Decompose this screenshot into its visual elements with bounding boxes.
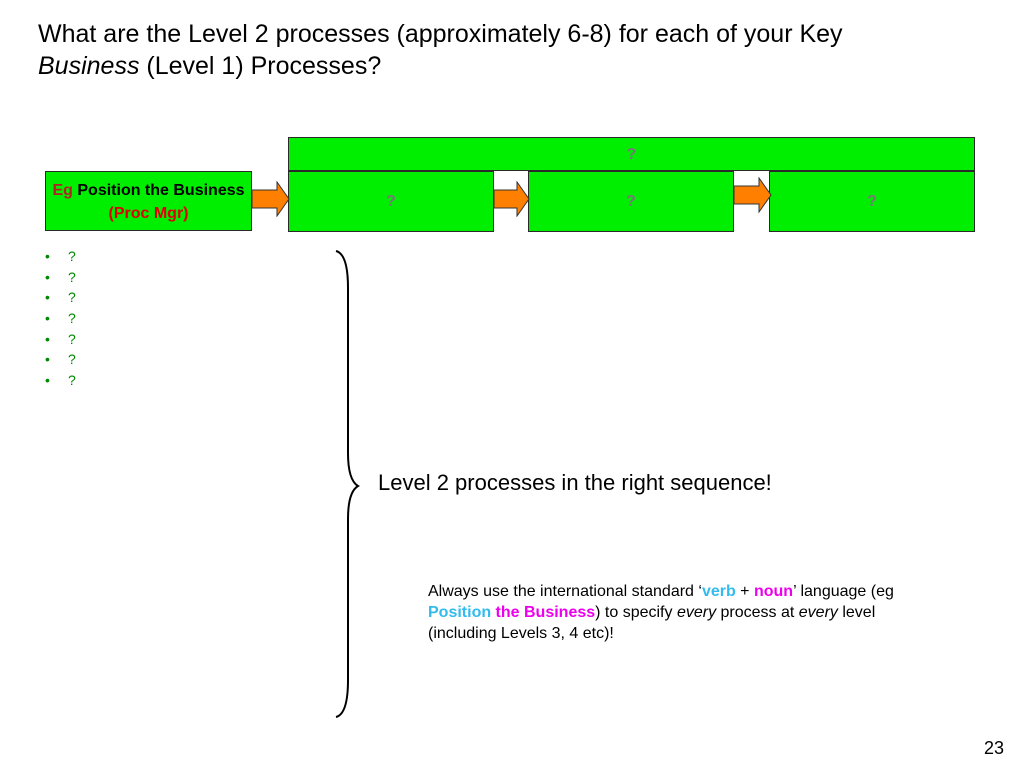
example-verb: Position [428, 604, 492, 621]
flow-arrow-2 [493, 181, 530, 217]
list-item: •? [45, 372, 76, 389]
level2-process-box-1: ? [288, 171, 494, 232]
level1-process-box: Eg Position the Business (Proc Mgr) [45, 171, 252, 231]
list-item: •? [45, 289, 76, 306]
level2-process-label-2: ? [626, 193, 636, 210]
example-noun: the Business [491, 604, 596, 621]
level2-process-box-3: ? [769, 171, 975, 232]
list-item: •? [45, 330, 76, 347]
list-item: •? [45, 268, 76, 285]
title-line2: (Level 1) Processes? [139, 52, 382, 80]
level2-bullet-list: •? •? •? •? •? •? •? [45, 246, 76, 391]
level2-process-label-3: ? [867, 193, 877, 210]
level1-process-name: Position the Business [77, 182, 245, 199]
noun-word: noun [753, 583, 794, 600]
title-italic-word: Business [38, 52, 140, 80]
flow-arrow-3 [733, 177, 772, 213]
list-item: •? [45, 351, 76, 368]
sequence-caption: Level 2 processes in the right sequence! [378, 470, 772, 495]
level1-eg-label: Eg [52, 182, 73, 199]
page-number: 23 [983, 738, 1004, 758]
level2-process-box-2: ? [528, 171, 734, 232]
verb-word: verb [701, 583, 736, 600]
naming-guidance-note: Always use the international standard ‘v… [428, 583, 894, 642]
list-item: •? [45, 248, 76, 264]
slide-title: What are the Level 2 processes (approxim… [38, 18, 998, 82]
list-item: •? [45, 310, 76, 327]
level2-group-bar: ? [288, 137, 975, 171]
level2-group-label: ? [626, 146, 637, 163]
flow-arrow-1 [251, 181, 290, 217]
level1-process-owner: (Proc Mgr) [108, 205, 189, 222]
title-line1: What are the Level 2 processes (approxim… [38, 20, 843, 48]
curly-brace [335, 250, 360, 718]
level2-process-label-1: ? [386, 193, 396, 210]
